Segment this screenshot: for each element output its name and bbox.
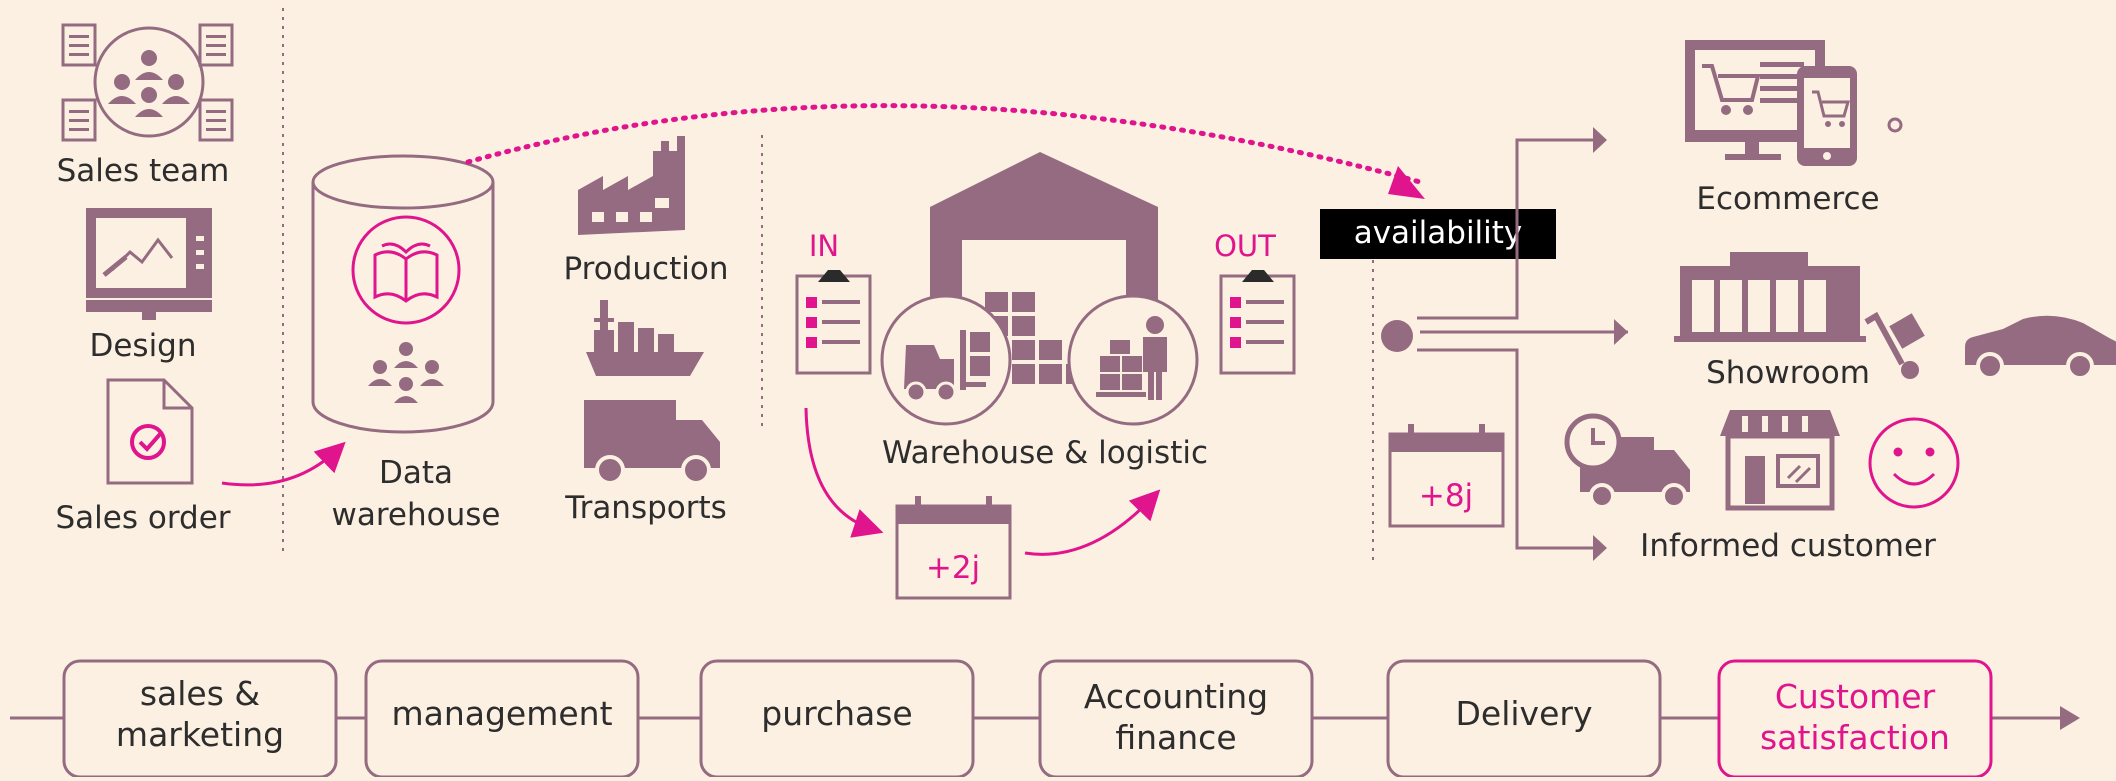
- calendar-icon: [895, 496, 1012, 600]
- people-icon: [368, 342, 444, 403]
- svg-text:finance: finance: [1115, 718, 1236, 757]
- design-label: Design: [89, 328, 196, 364]
- showroom-icon: [1674, 252, 1866, 342]
- clipboard-icon: [795, 270, 872, 375]
- transports-label: Transports: [564, 490, 727, 526]
- step-purchase: purchase: [699, 659, 975, 779]
- book-icon: [351, 215, 461, 325]
- ecommerce-icon: [1685, 40, 1903, 166]
- availability-delay: +8j: [1419, 478, 1473, 514]
- svg-text:Customer: Customer: [1775, 677, 1936, 716]
- clock-truck-icon: [1564, 413, 1690, 509]
- availability-label: availability: [1354, 215, 1523, 251]
- process-arrowhead: [2060, 706, 2080, 730]
- step-accounting-finance: Accounting finance: [1038, 659, 1314, 779]
- order-to-db-arrow: [221, 441, 346, 487]
- distribution-lines: [1417, 138, 1628, 550]
- worker-icon: [1067, 294, 1199, 426]
- forklift-icon: [880, 294, 1012, 426]
- design-icon: [86, 208, 212, 320]
- car-icon: [1965, 315, 2116, 380]
- sales-team-label: Sales team: [57, 153, 230, 189]
- availability-arrowhead: [1388, 166, 1425, 199]
- svg-text:marketing: marketing: [116, 715, 284, 754]
- truck-icon: [584, 400, 720, 485]
- sales-team-icon: [61, 23, 234, 142]
- ship-icon: [586, 300, 704, 376]
- calendar-icon: [1388, 424, 1505, 528]
- in-arrow: [804, 407, 884, 538]
- distribution-node: [1381, 320, 1413, 352]
- ecommerce-label: Ecommerce: [1696, 181, 1879, 217]
- production-label: Production: [564, 251, 729, 287]
- step-sales-marketing: sales & marketing: [62, 659, 338, 779]
- step-management: management: [364, 659, 640, 779]
- svg-text:satisfaction: satisfaction: [1760, 718, 1950, 757]
- svg-text:Accounting: Accounting: [1084, 677, 1268, 716]
- smiley-icon: [1868, 417, 1960, 509]
- svg-text:purchase: purchase: [761, 694, 912, 733]
- svg-text:sales &: sales &: [140, 674, 260, 713]
- distribution-arrowheads: [1593, 127, 1628, 561]
- sales-order-label: Sales order: [55, 500, 230, 536]
- sales-order-icon: [106, 378, 194, 485]
- database-icon: [311, 154, 495, 434]
- data-warehouse-label-1: Data: [379, 455, 453, 491]
- hand-truck-icon: [1864, 311, 1925, 379]
- svg-text:Delivery: Delivery: [1456, 694, 1593, 733]
- shop-icon: [1720, 410, 1840, 511]
- showroom-label: Showroom: [1706, 355, 1870, 391]
- clipboard-icon: [1219, 270, 1296, 375]
- data-warehouse-label-2: warehouse: [332, 497, 501, 533]
- informed-customer-label: Informed customer: [1640, 528, 1936, 564]
- out-label: OUT: [1214, 229, 1276, 263]
- warehouse-label: Warehouse & logistic: [882, 435, 1208, 471]
- out-arrow: [1024, 489, 1161, 556]
- svg-text:management: management: [391, 694, 612, 733]
- in-label: IN: [809, 229, 839, 263]
- step-customer-satisfaction: Customer satisfaction: [1717, 659, 1993, 779]
- step-delivery: Delivery: [1386, 659, 1662, 779]
- warehouse-delay: +2j: [926, 550, 980, 586]
- availability-dotted-arrow: [465, 103, 1423, 185]
- factory-icon: [578, 136, 685, 235]
